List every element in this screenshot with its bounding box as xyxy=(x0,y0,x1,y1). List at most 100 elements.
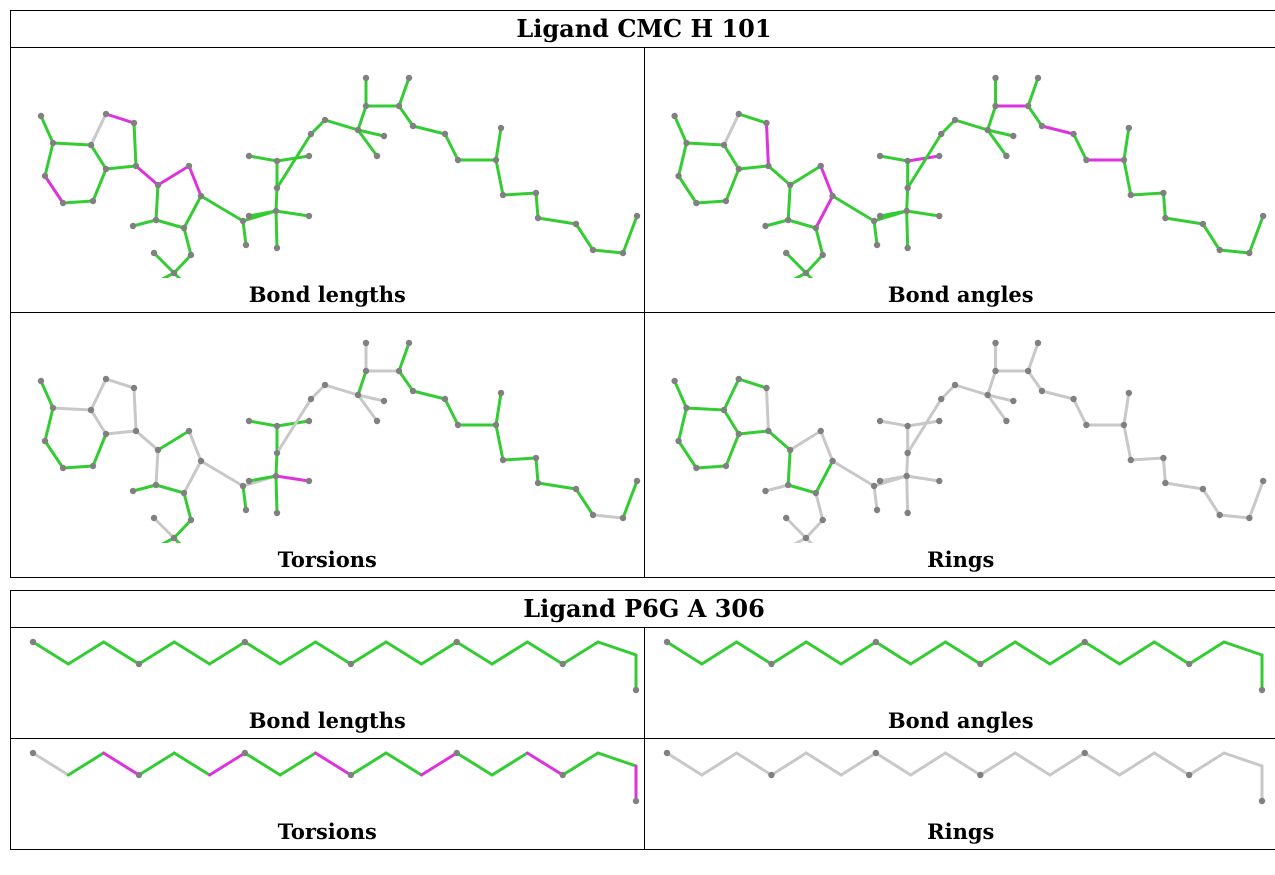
bond xyxy=(736,112,768,125)
atom xyxy=(572,485,580,493)
bond xyxy=(172,751,212,777)
bond xyxy=(1200,487,1221,517)
atom xyxy=(819,516,826,524)
atom xyxy=(245,417,253,425)
bond xyxy=(905,419,941,428)
bond xyxy=(356,393,379,423)
atom xyxy=(405,339,413,347)
atom xyxy=(307,130,315,138)
bond xyxy=(536,216,578,226)
bond xyxy=(182,491,193,522)
atom xyxy=(1069,395,1077,403)
atom xyxy=(197,457,205,465)
bond xyxy=(172,253,193,275)
panel-caption: Bond lengths xyxy=(248,708,406,733)
atom xyxy=(559,771,566,779)
bond xyxy=(275,132,313,190)
atom xyxy=(245,152,253,160)
bond xyxy=(1247,479,1265,520)
atom xyxy=(1215,511,1223,519)
bond xyxy=(764,121,770,168)
bond xyxy=(309,383,327,401)
atom xyxy=(130,384,138,392)
bond xyxy=(839,640,877,666)
bond xyxy=(208,751,247,777)
bond xyxy=(943,751,982,777)
bond xyxy=(247,154,279,163)
bond xyxy=(830,459,876,488)
atom xyxy=(497,389,505,397)
bond xyxy=(137,640,176,666)
bond xyxy=(534,456,540,485)
atom xyxy=(132,162,140,170)
atom xyxy=(1081,749,1088,757)
p6g-torsions-diagram xyxy=(29,749,640,805)
atom xyxy=(1199,220,1206,228)
atom xyxy=(670,112,678,120)
atom xyxy=(1081,638,1088,646)
bond xyxy=(172,518,193,540)
atom xyxy=(532,454,540,462)
bond xyxy=(494,391,503,427)
atom xyxy=(1245,249,1253,257)
atom xyxy=(135,771,143,779)
atom xyxy=(903,157,911,165)
atom xyxy=(876,417,883,425)
atom xyxy=(559,660,566,668)
bond xyxy=(243,751,282,777)
bond xyxy=(104,377,136,390)
bond xyxy=(182,226,193,257)
bond xyxy=(494,158,505,197)
atom xyxy=(29,749,37,757)
bond xyxy=(763,483,790,493)
bond xyxy=(676,406,688,443)
bond xyxy=(501,456,538,462)
bond xyxy=(1026,341,1040,373)
bond xyxy=(908,640,947,666)
bond xyxy=(788,429,822,452)
atom xyxy=(762,384,770,392)
atom xyxy=(735,375,742,383)
bond xyxy=(182,459,203,495)
atom xyxy=(441,130,449,138)
atom xyxy=(632,686,640,694)
ligand-cmc-title: Ligand CMC H 101 xyxy=(10,10,1275,48)
atom xyxy=(735,165,742,173)
bond xyxy=(1217,513,1251,520)
atom xyxy=(1120,421,1127,429)
bond xyxy=(443,132,460,162)
atom xyxy=(380,132,388,140)
bond xyxy=(39,114,55,145)
bond xyxy=(905,132,943,190)
bond xyxy=(878,209,908,218)
atom xyxy=(321,116,329,124)
bond xyxy=(978,640,1017,666)
atom xyxy=(152,216,160,224)
atom xyxy=(409,387,417,395)
atom xyxy=(976,771,984,779)
atom xyxy=(674,172,682,180)
atom xyxy=(129,222,137,230)
atom xyxy=(784,481,791,489)
bond xyxy=(763,218,790,228)
bond xyxy=(985,128,1015,138)
atom xyxy=(409,122,417,130)
bond xyxy=(904,474,909,515)
bond xyxy=(89,377,108,412)
panel-caption: Bond angles xyxy=(887,282,1034,307)
bond xyxy=(786,183,792,222)
atom xyxy=(453,638,460,646)
bond xyxy=(699,751,738,777)
atom xyxy=(150,249,158,257)
bond xyxy=(803,253,824,275)
bond xyxy=(274,209,279,250)
bond xyxy=(384,640,423,666)
atom xyxy=(1215,246,1223,254)
bond xyxy=(721,377,740,412)
bond xyxy=(939,118,957,136)
atom xyxy=(876,212,883,220)
atom xyxy=(170,534,178,542)
atom xyxy=(347,771,355,779)
bond xyxy=(1121,423,1132,462)
bond xyxy=(904,186,909,213)
